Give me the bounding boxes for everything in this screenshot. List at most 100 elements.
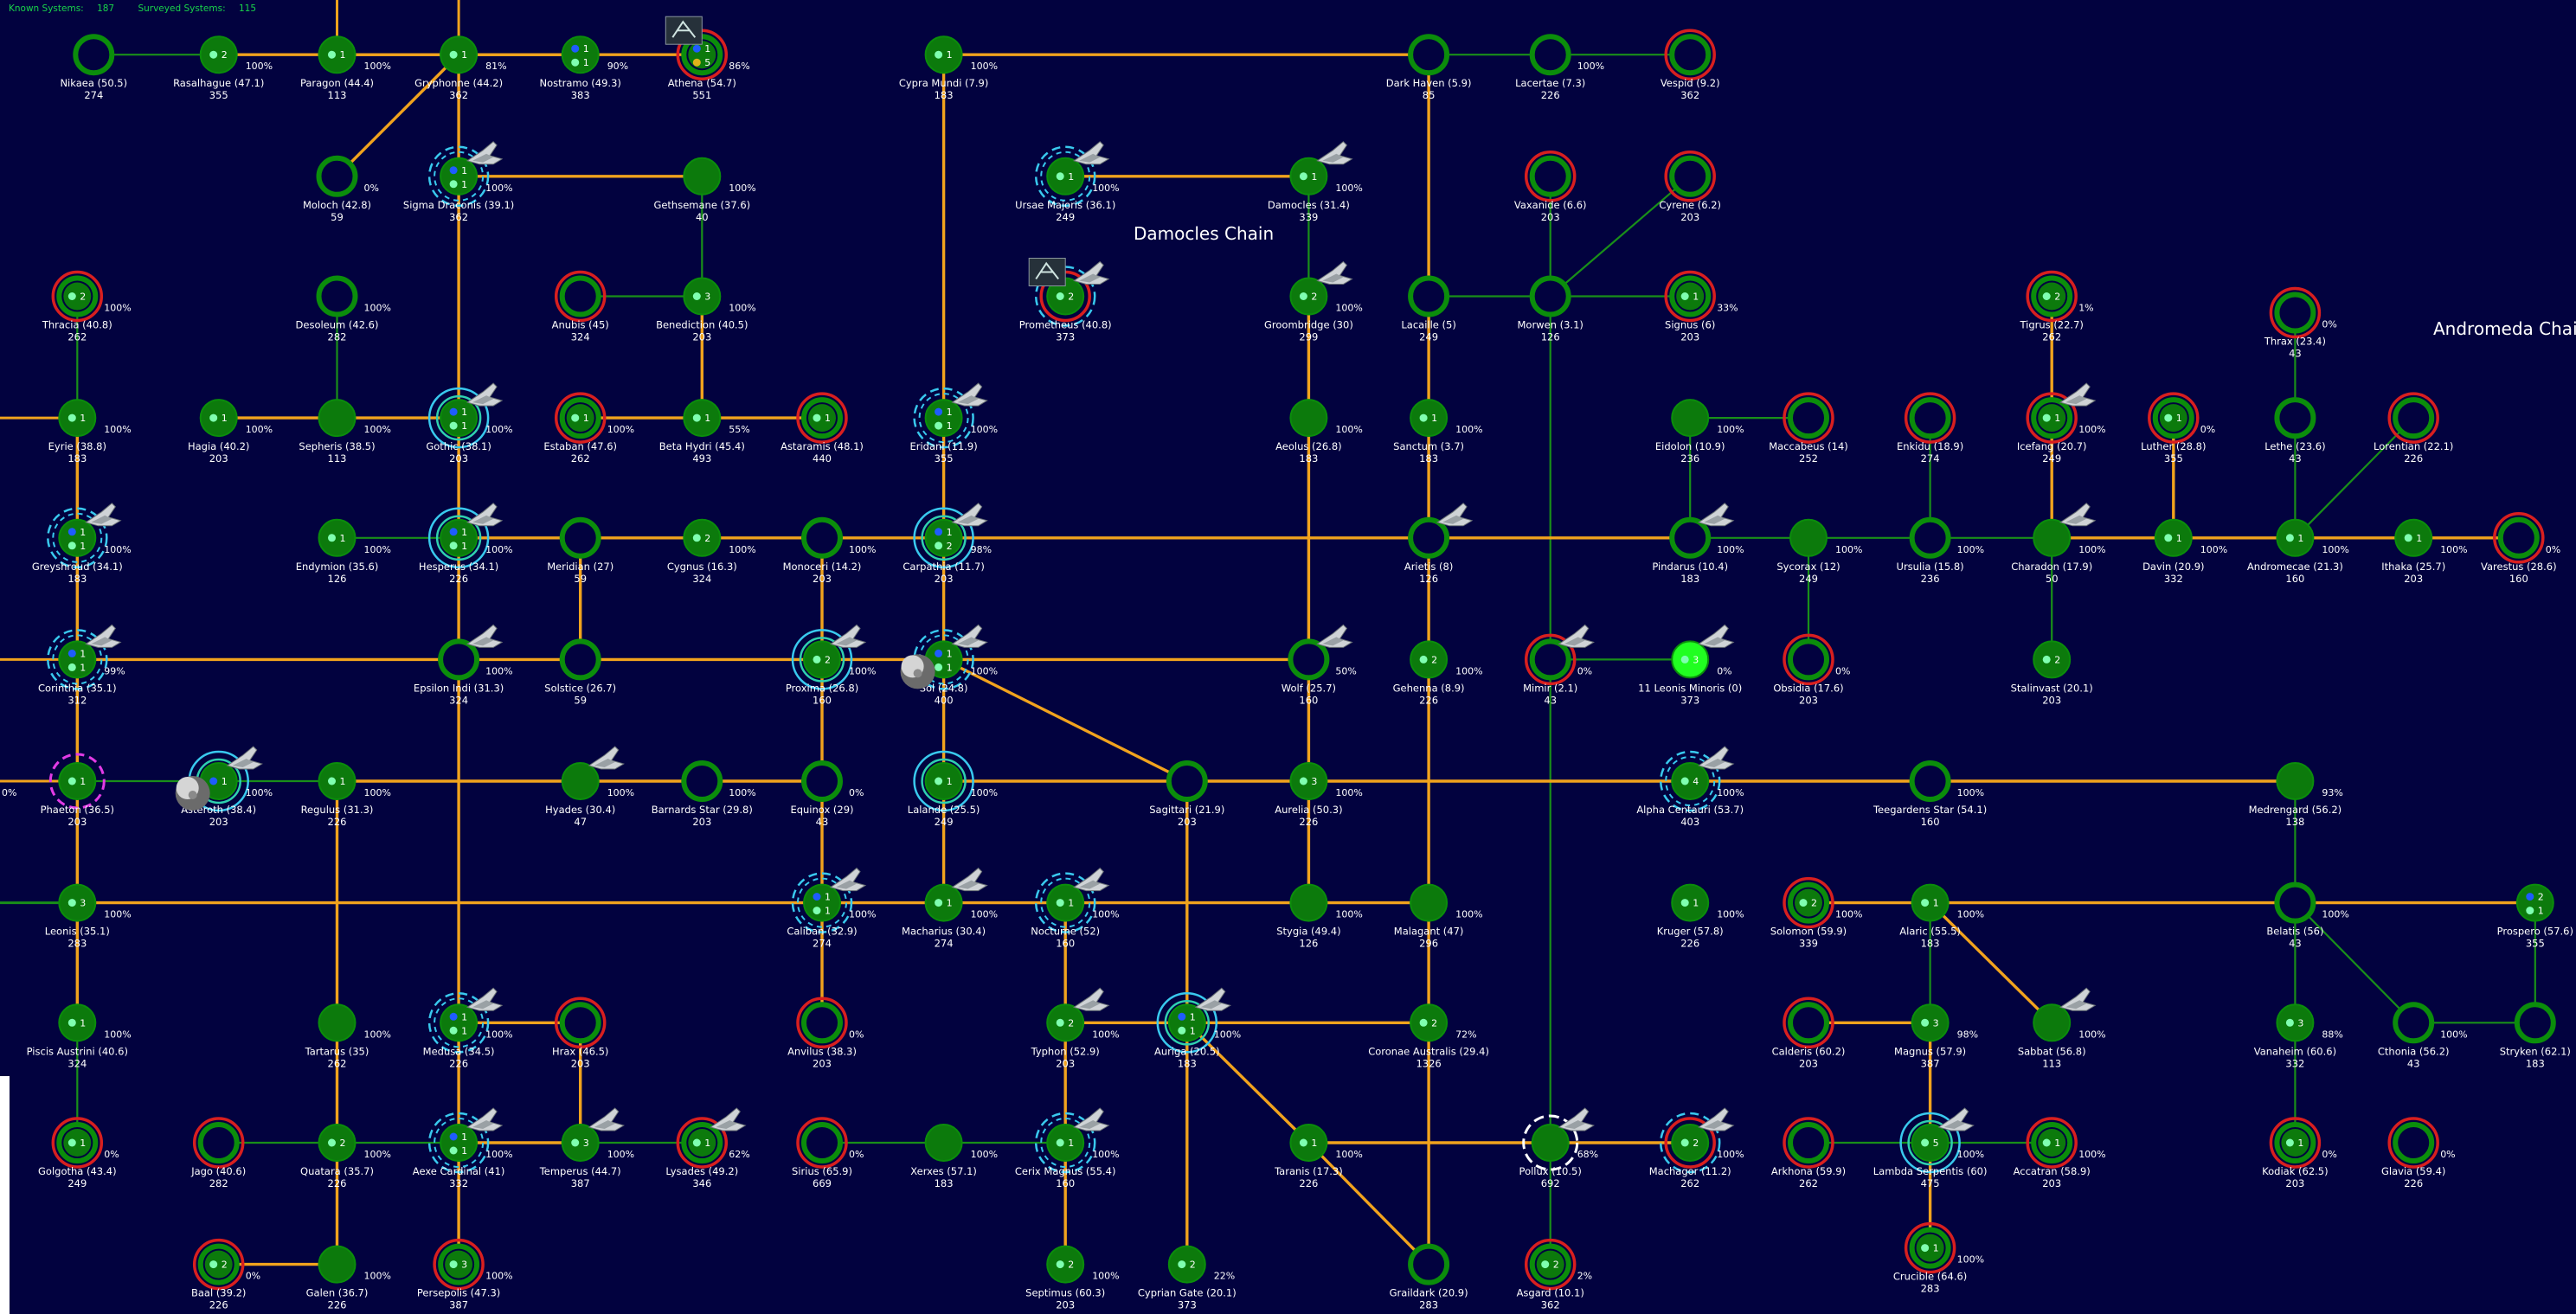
starship-icon[interactable] [710,1107,747,1131]
system-disc[interactable] [1671,640,1710,679]
system-disc[interactable] [1788,397,1829,439]
starship-icon[interactable] [1698,746,1735,770]
system-anubis[interactable]: Anubis (45)324 [552,270,609,343]
system-glavia[interactable]: 0%Glavia (59.4)226 [2381,1117,2456,1189]
system-vaxanide[interactable]: Vaxanide (6.6)203 [1514,151,1587,223]
starship-icon[interactable] [2059,987,2097,1011]
system-disc[interactable] [1671,1124,1710,1162]
system-disc[interactable] [2515,883,2554,922]
system-disc[interactable] [440,518,479,557]
system-baal[interactable]: 20%Baal (39.2)226 [191,1238,260,1311]
system-disc[interactable] [1289,277,1328,316]
system-barnardsstar[interactable]: 100%Barnards Star (29.8)203 [652,760,756,828]
starship-icon[interactable] [1073,260,1110,285]
system-nikaea[interactable]: Nikaea (50.5)274 [60,34,127,101]
system-disc[interactable] [199,35,238,74]
system-teegarden[interactable]: 100%Teegardens Star (54.1)160 [1873,760,1987,828]
system-disc[interactable] [1046,1124,1085,1162]
system-disc[interactable] [318,518,357,557]
system-vanaheim[interactable]: 388%Vanaheim (60.6)332 [2254,1003,2343,1069]
system-magnus[interactable]: 398%Magnus (57.9)387 [1894,1003,1978,1069]
starship-icon[interactable] [1698,503,1735,527]
system-arkhona[interactable]: Arkhona (59.9)262 [1771,1117,1846,1189]
system-disc[interactable] [2393,1122,2435,1163]
system-disc[interactable] [199,399,238,438]
system-disc[interactable] [1046,1245,1085,1284]
starship-icon[interactable] [226,746,263,770]
system-charadon[interactable]: 100%Charadon (17.9)50 [2011,503,2106,585]
system-disc[interactable] [1789,518,1828,557]
system-galen[interactable]: 100%Galen (36.7)226 [306,1245,391,1311]
system-disc[interactable] [2033,518,2072,557]
system-disc[interactable] [801,760,843,802]
system-hrax[interactable]: Hrax (46.5)203 [552,997,608,1069]
starship-icon[interactable] [951,867,988,892]
system-darkhaven[interactable]: Dark Haven (5.9)85 [1386,34,1472,101]
system-disc[interactable] [681,760,723,802]
system-sycorax[interactable]: 100%Sycorax (12)249 [1776,518,1862,585]
system-asgard[interactable]: 22%Asgard (10.1)362 [1517,1238,1593,1311]
system-cthonia[interactable]: 100%Cthonia (56.2)43 [2378,1002,2468,1069]
starship-icon[interactable] [1558,624,1595,648]
system-stryken[interactable]: Stryken (62.1)183 [2500,1002,2571,1069]
system-hyades[interactable]: 100%Hyades (30.4)47 [545,746,634,828]
system-disc[interactable] [2033,640,2072,679]
system-golgotha[interactable]: 10%Golgotha (43.4)249 [38,1117,119,1189]
starship-icon[interactable] [466,141,504,165]
system-disc[interactable] [2276,762,2315,800]
system-disc[interactable] [1788,1122,1829,1163]
system-disc[interactable] [440,35,479,74]
system-betahydri[interactable]: 155%Beta Hydri (45.4)493 [659,399,750,465]
system-disc[interactable] [1671,762,1710,800]
system-disc[interactable] [561,1124,600,1162]
system-disc[interactable] [1531,1124,1570,1162]
system-vespid[interactable]: Vespid (9.2)362 [1661,29,1720,101]
system-disc[interactable] [1909,760,1951,802]
system-disc[interactable] [1410,640,1449,679]
starship-icon[interactable] [951,624,988,648]
system-disc[interactable] [559,275,601,317]
system-disc[interactable] [561,35,600,74]
system-tartarus[interactable]: 100%Tartarus (35)262 [305,1003,391,1069]
system-disc[interactable] [58,399,97,438]
system-disc[interactable] [1909,397,1951,439]
system-disc[interactable] [58,762,97,800]
starship-icon[interactable] [951,503,988,527]
system-pollux[interactable]: 68%Pollux (10.5)692 [1519,1107,1599,1189]
starship-icon[interactable] [1073,867,1110,892]
system-disc[interactable] [924,1124,963,1162]
system-pindarus[interactable]: 100%Pindarus (10.4)183 [1652,503,1744,585]
system-disc[interactable] [2276,1003,2315,1042]
system-disc[interactable] [318,1245,357,1284]
